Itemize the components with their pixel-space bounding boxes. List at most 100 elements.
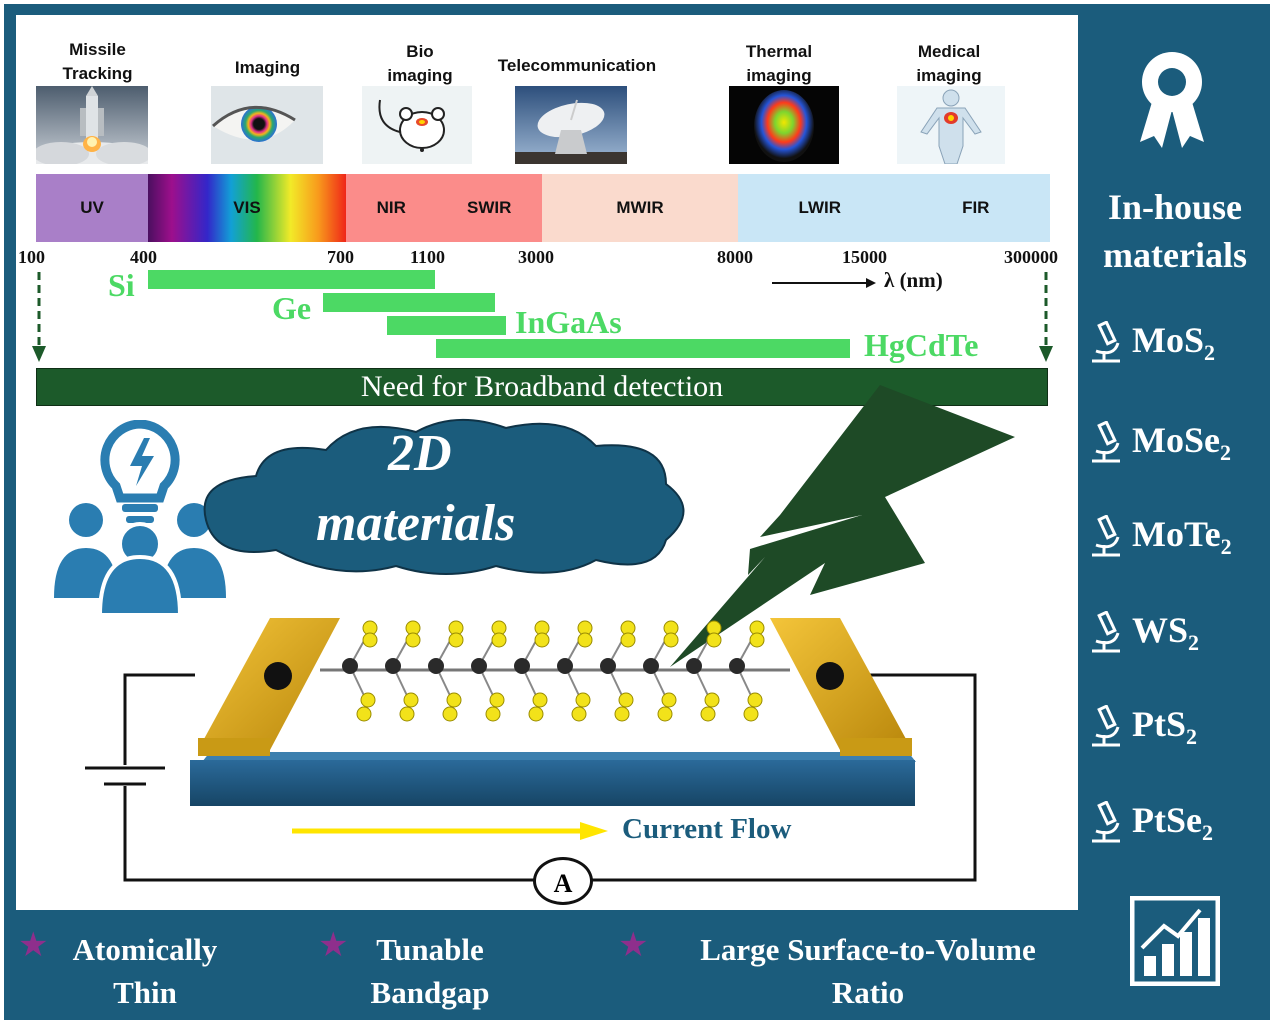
sulfur-atom [489,692,505,708]
molybdenum-atom [643,658,659,674]
tick-300000: 300000 [1004,247,1058,267]
app-missile-tracking: Missile Tracking [62,40,133,83]
sulfur-atom [360,692,376,708]
sulfur-atom [706,632,722,648]
microscope-icon [1092,421,1120,463]
sulfur-atom [405,632,421,648]
material-name: WS [1132,610,1189,651]
band-uv: UV [36,174,148,242]
sulfur-atom [442,706,458,722]
microscope-icon [1092,801,1120,843]
app-telecommunication: Telecommunication [497,56,657,75]
dashed-arrow-left [32,272,46,362]
satellite-dish-image [515,86,627,164]
label-hgcdte: HgCdTe [864,327,979,363]
material-name: MoTe [1132,514,1221,555]
molybdenum-atom [600,658,616,674]
sidebar-material-0: MoS2 [1088,318,1268,368]
sidebar-material-3: WS2 [1088,608,1268,658]
sulfur-atom [620,632,636,648]
sidebar-material-2: MoTe2 [1088,512,1268,562]
band-nir-label: NIR [376,198,406,217]
body-image [897,86,1005,164]
feature-atomically-thin: Atomically Thin [72,932,218,1010]
band-nir-swir: NIR SWIR [346,174,542,242]
sulfur-atom [534,632,550,648]
label-ingaas: InGaAs [515,304,622,340]
lightning-bolt [670,385,1015,667]
sulfur-atom [491,632,507,648]
thermal-image [729,86,839,164]
sulfur-atom [743,706,759,722]
app-bio-imaging: Bio imaging [387,42,453,85]
sulfur-atom [618,692,634,708]
sulfur-atom [663,632,679,648]
sulfur-atom [614,706,630,722]
sidebar-material-1: MoSe2 [1088,418,1268,468]
app-medical-imaging: Medical imaging [916,42,982,85]
sulfur-atom [356,706,372,722]
tick-400: 400 [130,247,157,267]
sulfur-atom [448,632,464,648]
sidebar-material-4: PtS2 [1088,702,1268,752]
material-name: MoSe [1132,420,1220,461]
growth-chart-icon [1130,896,1220,986]
material-subscript: 2 [1204,340,1215,366]
sulfur-atom [399,706,415,722]
material-subscript: 2 [1201,820,1213,846]
mouse-image [362,86,472,164]
award-ribbon-icon [1140,52,1204,148]
tick-15000: 15000 [842,247,887,267]
molybdenum-atom [686,658,702,674]
star-icon: ★ [618,926,649,964]
label-ge: Ge [272,290,312,326]
tick-8000: 8000 [717,247,753,267]
tick-100: 100 [18,247,45,267]
tick-700: 700 [327,247,354,267]
feature-tunable-bandgap: Tunable Bandgap [370,932,490,1010]
sulfur-atom [657,706,673,722]
star-icon: ★ [18,926,49,964]
tick-1100: 1100 [410,247,446,267]
sulfur-atom [532,692,548,708]
band-vis: VIS [148,174,346,242]
current-flow-label: Current Flow [622,813,792,845]
microscope-icon [1092,321,1120,363]
band-lwir-label: LWIR [798,198,842,217]
sulfur-atom [747,692,763,708]
2d-materials-cloud [203,419,685,575]
material-name: MoS [1132,320,1204,361]
sulfur-atom [403,692,419,708]
sulfur-atom [571,706,587,722]
label-si: Si [108,267,135,303]
bar-si [148,270,435,289]
people-idea-icon [54,420,226,615]
molybdenum-atom [557,658,573,674]
band-swir-label: SWIR [467,198,512,217]
band-mwir: MWIR [542,174,738,242]
microscope-icon [1092,515,1120,557]
feature-surface-volume: Large Surface-to-Volume Ratio [700,932,1036,1010]
sulfur-atom [577,632,593,648]
sulfur-atom [528,706,544,722]
microscope-icon [1092,611,1120,653]
sulfur-atom [749,632,765,648]
sulfur-atom [362,632,378,648]
rocket-image [36,86,148,164]
band-lwir-fir: LWIR FIR [738,174,1050,242]
material-subscript: 2 [1186,724,1197,750]
wavelength-axis-label: λ (nm) [884,268,943,292]
cloud-2d-text: 2D [388,425,452,482]
bar-ingaas [387,316,506,335]
app-thermal-imaging: Thermal imaging [745,42,813,85]
cloud-materials-text: materials [316,495,516,552]
sulfur-atom [485,706,501,722]
sulfur-atom [446,692,462,708]
material-subscript: 2 [1188,630,1200,656]
bar-ge [323,293,495,312]
bar-hgcdte [436,339,850,358]
sulfur-atom [661,692,677,708]
ammeter-symbol: A [533,857,593,905]
star-icon: ★ [318,926,349,964]
sulfur-atom [704,692,720,708]
